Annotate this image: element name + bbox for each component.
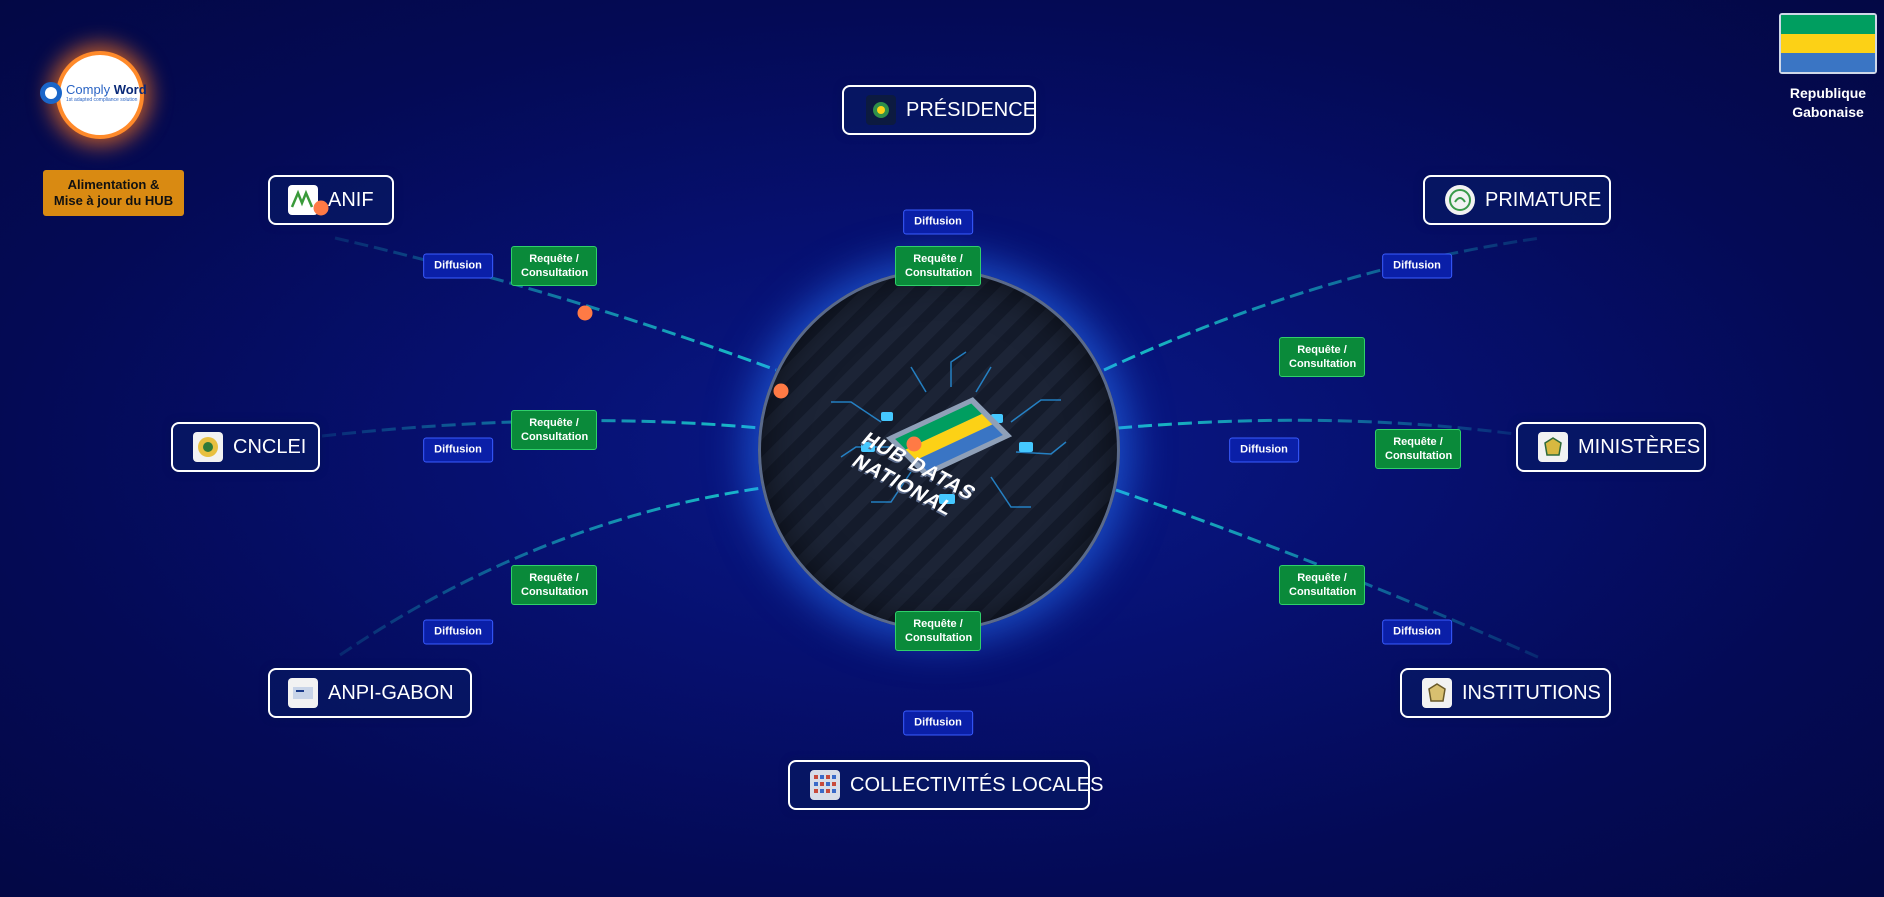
primature-emblem-icon (1445, 185, 1475, 215)
requete-line2: Consultation (521, 586, 589, 598)
feed-hub-button[interactable]: Alimentation & Mise à jour du HUB (43, 170, 184, 216)
country-line2: Gabonaise (1792, 104, 1864, 120)
diffusion-badge: Diffusion (1382, 253, 1452, 279)
requete-line1: Requête / (913, 618, 963, 630)
requete-line1: Requête / (1393, 436, 1443, 448)
requete-line2: Consultation (521, 431, 589, 443)
link-primature (1103, 236, 1541, 372)
requete-badge: Requête / Consultation (1279, 337, 1365, 377)
node-presidence[interactable]: PRÉSIDENCE (842, 85, 1036, 135)
requete-badge: Requête / Consultation (511, 246, 597, 286)
country-label: Republique Gabonaise (1768, 84, 1884, 122)
node-institutions-label: INSTITUTIONS (1462, 681, 1601, 704)
node-anif[interactable]: ANIF (268, 175, 394, 225)
node-collectivites-locales[interactable]: COLLECTIVITÉS LOCALES (788, 760, 1103, 810)
requete-line1: Requête / (913, 253, 963, 265)
requete-line1: Requête / (529, 572, 579, 584)
node-collectivites-label: COLLECTIVITÉS LOCALES (850, 773, 1104, 796)
requete-badge: Requête / Consultation (1375, 429, 1461, 469)
brand-name-part2: Word (113, 82, 147, 97)
node-ministeres[interactable]: MINISTÈRES (1516, 422, 1706, 472)
requete-badge: Requête / Consultation (1279, 565, 1365, 605)
node-primature-label: PRIMATURE (1485, 188, 1602, 211)
requete-line2: Consultation (1289, 586, 1357, 598)
node-anpi-gabon[interactable]: ANPI-GABON (268, 668, 472, 718)
link-anif (334, 236, 777, 372)
requete-line1: Requête / (529, 253, 579, 265)
node-primature[interactable]: PRIMATURE (1423, 175, 1611, 225)
presidence-emblem-icon (866, 95, 896, 125)
requete-line2: Consultation (521, 267, 589, 279)
node-ministeres-label: MINISTÈRES (1578, 435, 1701, 458)
diffusion-badge: Diffusion (423, 253, 493, 279)
requete-line2: Consultation (905, 267, 973, 279)
ministeres-emblem-icon (1538, 432, 1568, 462)
node-institutions[interactable]: INSTITUTIONS (1400, 668, 1611, 718)
anif-logo-icon (288, 185, 318, 215)
brand-name-part1: Comply (66, 82, 114, 97)
requete-badge: Requête / Consultation (895, 246, 981, 286)
diffusion-badge: Diffusion (1229, 437, 1299, 463)
feed-hub-line1: Alimentation & (67, 177, 160, 192)
data-flow-dot (773, 383, 789, 399)
anpi-logo-icon (288, 678, 318, 708)
brand-tagline: 1st adapted compliance solution (66, 97, 138, 103)
diffusion-badge: Diffusion (903, 710, 973, 736)
data-flow-dot (906, 436, 922, 452)
data-flow-dot (313, 200, 329, 216)
circuit-chip-icon (831, 351, 1067, 508)
requete-line1: Requête / (1297, 572, 1347, 584)
diffusion-badge: Diffusion (423, 437, 493, 463)
requete-line1: Requête / (1297, 344, 1347, 356)
country-line1: Republique (1789, 85, 1867, 101)
node-anif-label: ANIF (328, 188, 374, 211)
gabon-flag-icon (1779, 13, 1877, 74)
comply-ring-icon (40, 82, 62, 104)
link-ministeres (1117, 418, 1516, 436)
requete-line2: Consultation (1289, 358, 1357, 370)
diffusion-badge: Diffusion (903, 209, 973, 235)
requete-line1: Requête / (529, 417, 579, 429)
cnclei-emblem-icon (193, 432, 223, 462)
data-flow-dot (577, 305, 593, 321)
node-cnclei[interactable]: CNCLEI (171, 422, 320, 472)
diffusion-badge: Diffusion (423, 619, 493, 645)
requete-badge: Requête / Consultation (511, 410, 597, 450)
link-anpi (339, 486, 763, 657)
requete-line2: Consultation (905, 632, 973, 644)
institutions-emblem-icon (1422, 678, 1452, 708)
comply-word-brand: Comply Word 1st adapted compliance solut… (40, 82, 147, 104)
comply-word-logo (60, 55, 140, 135)
feed-hub-line2: Mise à jour du HUB (53, 193, 174, 208)
requete-line2: Consultation (1385, 450, 1453, 462)
collectivites-grid-icon (810, 770, 840, 800)
diffusion-badge: Diffusion (1382, 619, 1452, 645)
requete-badge: Requête / Consultation (895, 611, 981, 651)
node-presidence-label: PRÉSIDENCE (906, 98, 1037, 121)
node-anpi-gabon-label: ANPI-GABON (328, 681, 454, 704)
node-cnclei-label: CNCLEI (233, 435, 307, 458)
hub-datas-national[interactable]: HUB DATAS NATIONAL (758, 269, 1120, 631)
requete-badge: Requête / Consultation (511, 565, 597, 605)
